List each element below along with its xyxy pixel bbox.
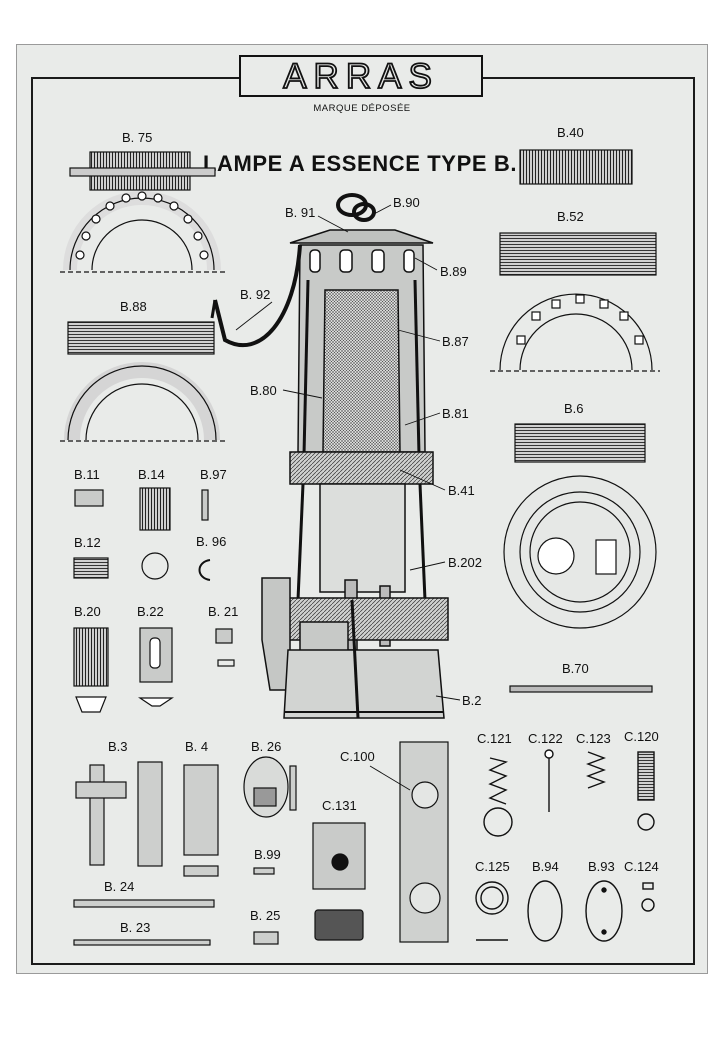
label-b96: B. 96 [196,534,227,549]
part-b26 [243,756,289,818]
part-b21 [215,628,233,644]
part-b23 [73,939,211,946]
part-b40 [519,149,633,185]
part-b4 [183,764,219,856]
label-b87: B.87 [442,334,469,349]
label-b11: B.11 [74,467,100,482]
label-b70: B.70 [562,661,589,676]
label-b52: B.52 [557,209,584,224]
label-c122: C.122 [528,731,563,746]
ring-b41 [289,451,434,485]
part-b25 [253,931,279,945]
label-b91: B. 91 [285,205,316,220]
part-b93 [585,880,623,942]
part-b12 [73,557,109,579]
label-b24: B. 24 [104,879,135,894]
label-b75: B. 75 [122,130,153,145]
label-b94: B.94 [532,859,559,874]
label-b2: B.2 [462,693,482,708]
label-b81: B.81 [442,406,469,421]
trademark-subtitle: MARQUE DÉPOSÉE [313,103,411,114]
label-c125: C.125 [475,859,510,874]
label-b6: B.6 [564,401,584,416]
part-c121 [488,757,509,805]
page-title: LAMPE A ESSENCE TYPE B. [202,151,518,176]
glass-b202 [319,483,406,593]
bonnet-cap [289,229,434,244]
hook-ring-b91 [352,202,376,222]
label-c121: C.121 [477,731,512,746]
lock-lug [261,577,291,691]
label-b88: B.88 [120,299,147,314]
part-b24 [73,899,215,908]
part-c120 [637,751,655,801]
label-b40: B.40 [557,125,584,140]
label-b202: B.202 [448,555,482,570]
part-b11 [74,489,104,507]
label-b22: B.22 [137,604,164,619]
part-b88 [60,321,225,442]
part-b70 [509,685,653,693]
brand-box: ARRAS [239,55,483,97]
label-b26: B. 26 [251,739,282,754]
label-b12: B.12 [74,535,101,550]
label-b21: B. 21 [208,604,239,619]
label-b3: B.3 [108,739,128,754]
brand-logo-text: ARRAS [282,56,439,96]
part-b14 [139,487,171,531]
label-c124: C.124 [624,859,659,874]
part-c124 [641,898,655,912]
label-c123: C.123 [576,731,611,746]
label-c120: C.120 [624,729,659,744]
part-b52 [490,232,660,372]
label-b90: B.90 [393,195,420,210]
label-b99: B.99 [254,847,281,862]
label-b80: B.80 [250,383,277,398]
part-b97 [201,489,209,521]
hook-b92 [213,244,302,348]
part-b3 [89,764,105,866]
label-b4: B. 4 [185,739,209,754]
part-b6 [503,423,657,629]
gauze-b87 [322,289,401,453]
part-b94 [527,880,563,942]
label-b92: B. 92 [240,287,271,302]
part-b75 [60,151,225,273]
part-b99 [253,867,275,875]
label-b14: B.14 [138,467,165,482]
label-b89: B.89 [440,264,467,279]
part-c131-cap [314,909,364,941]
part-b96 [198,559,211,581]
part-b20 [73,627,109,687]
lamp-main [210,193,449,719]
part-b96-ring [141,552,169,580]
label-c131: C.131 [322,798,357,813]
label-b20: B.20 [74,604,101,619]
part-c123 [586,751,606,789]
label-b25: B. 25 [250,908,281,923]
label-b93: B.93 [588,859,615,874]
label-b97: B.97 [200,467,227,482]
leader-lines [235,204,461,791]
label-b41: B.41 [448,483,475,498]
vessel-b2 [283,649,445,719]
label-b23: B. 23 [120,920,151,935]
label-c100: C.100 [340,749,375,764]
part-c125 [475,881,509,915]
